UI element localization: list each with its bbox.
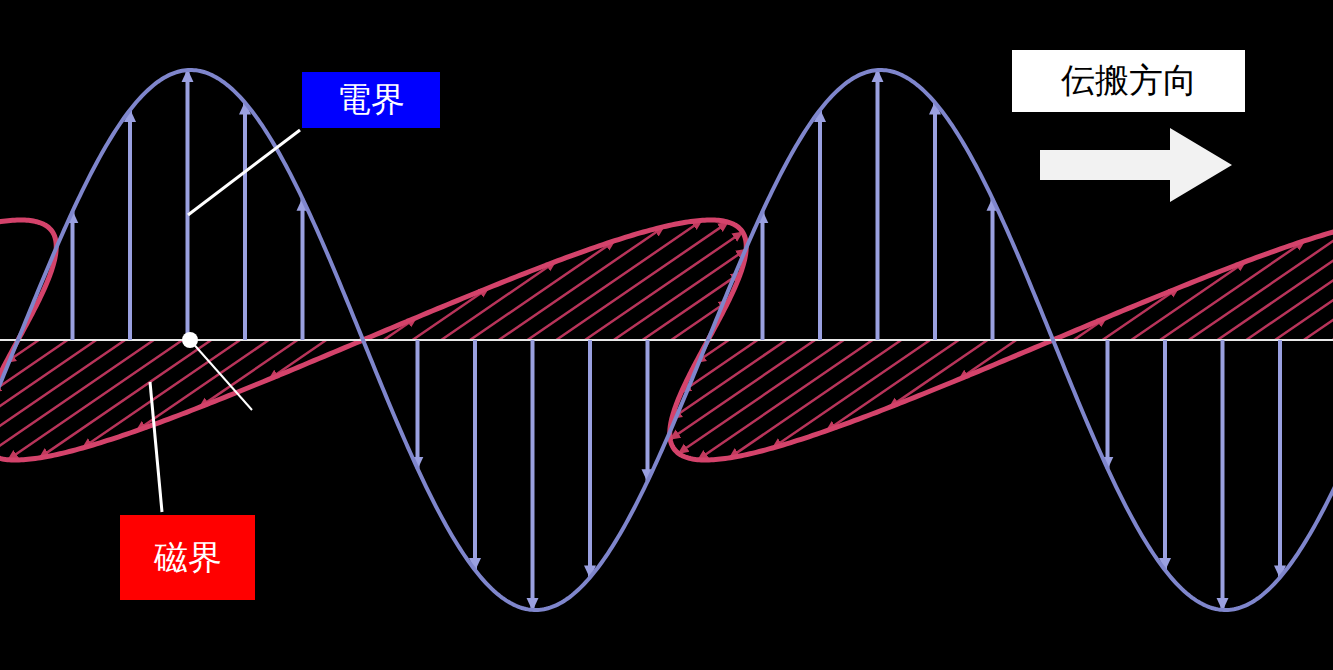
field-arrow <box>186 70 190 340</box>
field-arrow <box>301 199 305 340</box>
field-arrow <box>1189 227 1333 340</box>
field-arrow <box>588 340 592 577</box>
propagation-axis <box>0 339 1333 341</box>
label-text: 磁界 <box>154 539 222 576</box>
field-arrow <box>0 340 125 439</box>
field-arrow <box>531 340 535 610</box>
label-text: 電界 <box>337 81 405 118</box>
field-arrow <box>39 340 211 458</box>
electric-arrows <box>73 70 1281 610</box>
field-arrow <box>1278 340 1282 577</box>
field-arrow <box>470 241 615 340</box>
magnetic-wave <box>0 220 1333 460</box>
field-arrow <box>818 110 822 340</box>
label-text: 伝搬方向 <box>1061 62 1197 99</box>
field-arrow <box>1163 340 1167 570</box>
field-arrow <box>1221 340 1225 610</box>
field-arrow <box>71 211 75 340</box>
direction-arrow <box>1040 128 1232 202</box>
field-arrow <box>1246 222 1333 340</box>
leader-line <box>150 382 162 512</box>
field-arrow <box>761 211 765 340</box>
origin-dot <box>182 332 198 348</box>
field-arrow <box>243 103 247 340</box>
field-arrow <box>128 110 132 340</box>
label-box: 磁界 <box>120 515 255 600</box>
field-arrow <box>1160 241 1305 340</box>
field-arrow <box>772 340 930 448</box>
field-arrow <box>1106 340 1110 469</box>
field-arrow <box>670 340 815 439</box>
field-arrow <box>416 340 420 469</box>
label-box: 電界 <box>302 72 440 128</box>
field-arrow <box>646 340 650 481</box>
field-arrow <box>473 340 477 570</box>
field-arrow <box>729 340 901 458</box>
field-arrow <box>556 222 728 340</box>
leader-line <box>190 340 252 410</box>
field-arrow <box>991 199 995 340</box>
electric-wave <box>0 70 1333 610</box>
field-arrow <box>933 103 937 340</box>
field-arrow <box>1304 249 1333 340</box>
leader-line <box>188 130 300 215</box>
label-box: 伝搬方向 <box>1012 50 1245 112</box>
field-arrow <box>82 340 240 448</box>
field-arrow <box>876 70 880 340</box>
magnetic-arrows <box>0 220 1333 459</box>
